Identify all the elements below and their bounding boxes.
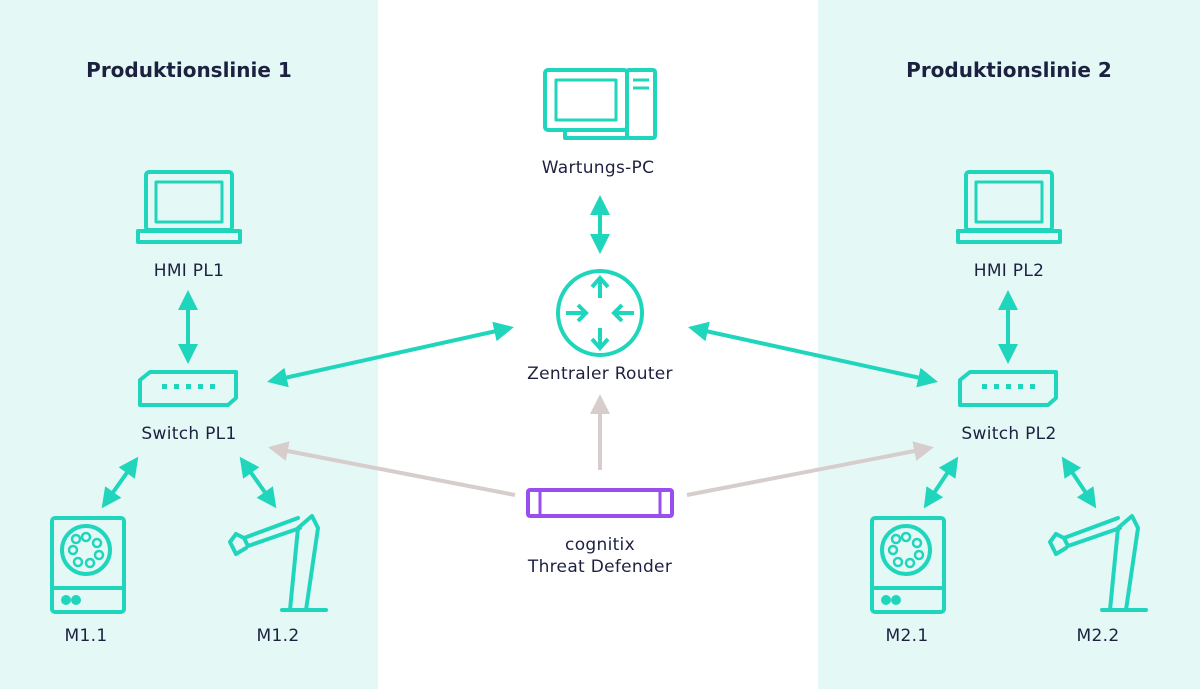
link-router-switch1	[267, 321, 514, 388]
m12-label: M1.2	[256, 626, 300, 646]
network-switch-icon	[958, 370, 1058, 407]
hmi2-label: HMI PL2	[973, 261, 1045, 281]
zone-title-left: Produktionslinie 1	[86, 58, 292, 82]
robot-arm-icon	[1048, 514, 1148, 612]
desktop-computer-icon	[543, 68, 657, 140]
link-router-switch2	[688, 321, 938, 388]
rotary-machine-icon	[870, 516, 946, 614]
link-switch1-m11	[101, 456, 139, 509]
robot-arm-icon	[228, 514, 328, 612]
hmi1-label: HMI PL1	[153, 261, 225, 281]
network-switch-icon	[138, 370, 238, 407]
m11-label: M1.1	[64, 626, 108, 646]
router-label: Zentraler Router	[527, 364, 673, 384]
link-defender-switch2	[686, 441, 934, 497]
laptop-icon	[136, 170, 242, 244]
m21-label: M2.1	[885, 626, 929, 646]
m22-label: M2.2	[1076, 626, 1120, 646]
defender-label: cognitix Threat Defender	[528, 534, 672, 578]
link-defender-switch1	[268, 441, 516, 497]
laptop-icon	[956, 170, 1062, 244]
switch2-label: Switch PL2	[961, 424, 1057, 444]
wartungs-pc-label: Wartungs-PC	[541, 158, 655, 178]
link-switch1-m12	[239, 456, 277, 509]
zone-title-right: Produktionslinie 2	[906, 58, 1112, 82]
defender-label-line1: cognitix	[565, 535, 635, 555]
router-icon	[556, 269, 644, 357]
appliance-icon	[526, 488, 674, 518]
switch1-label: Switch PL1	[141, 424, 237, 444]
link-switch2-m21	[923, 456, 959, 509]
link-switch2-m22	[1061, 456, 1097, 509]
rotary-machine-icon	[50, 516, 126, 614]
defender-label-line2: Threat Defender	[527, 557, 673, 577]
